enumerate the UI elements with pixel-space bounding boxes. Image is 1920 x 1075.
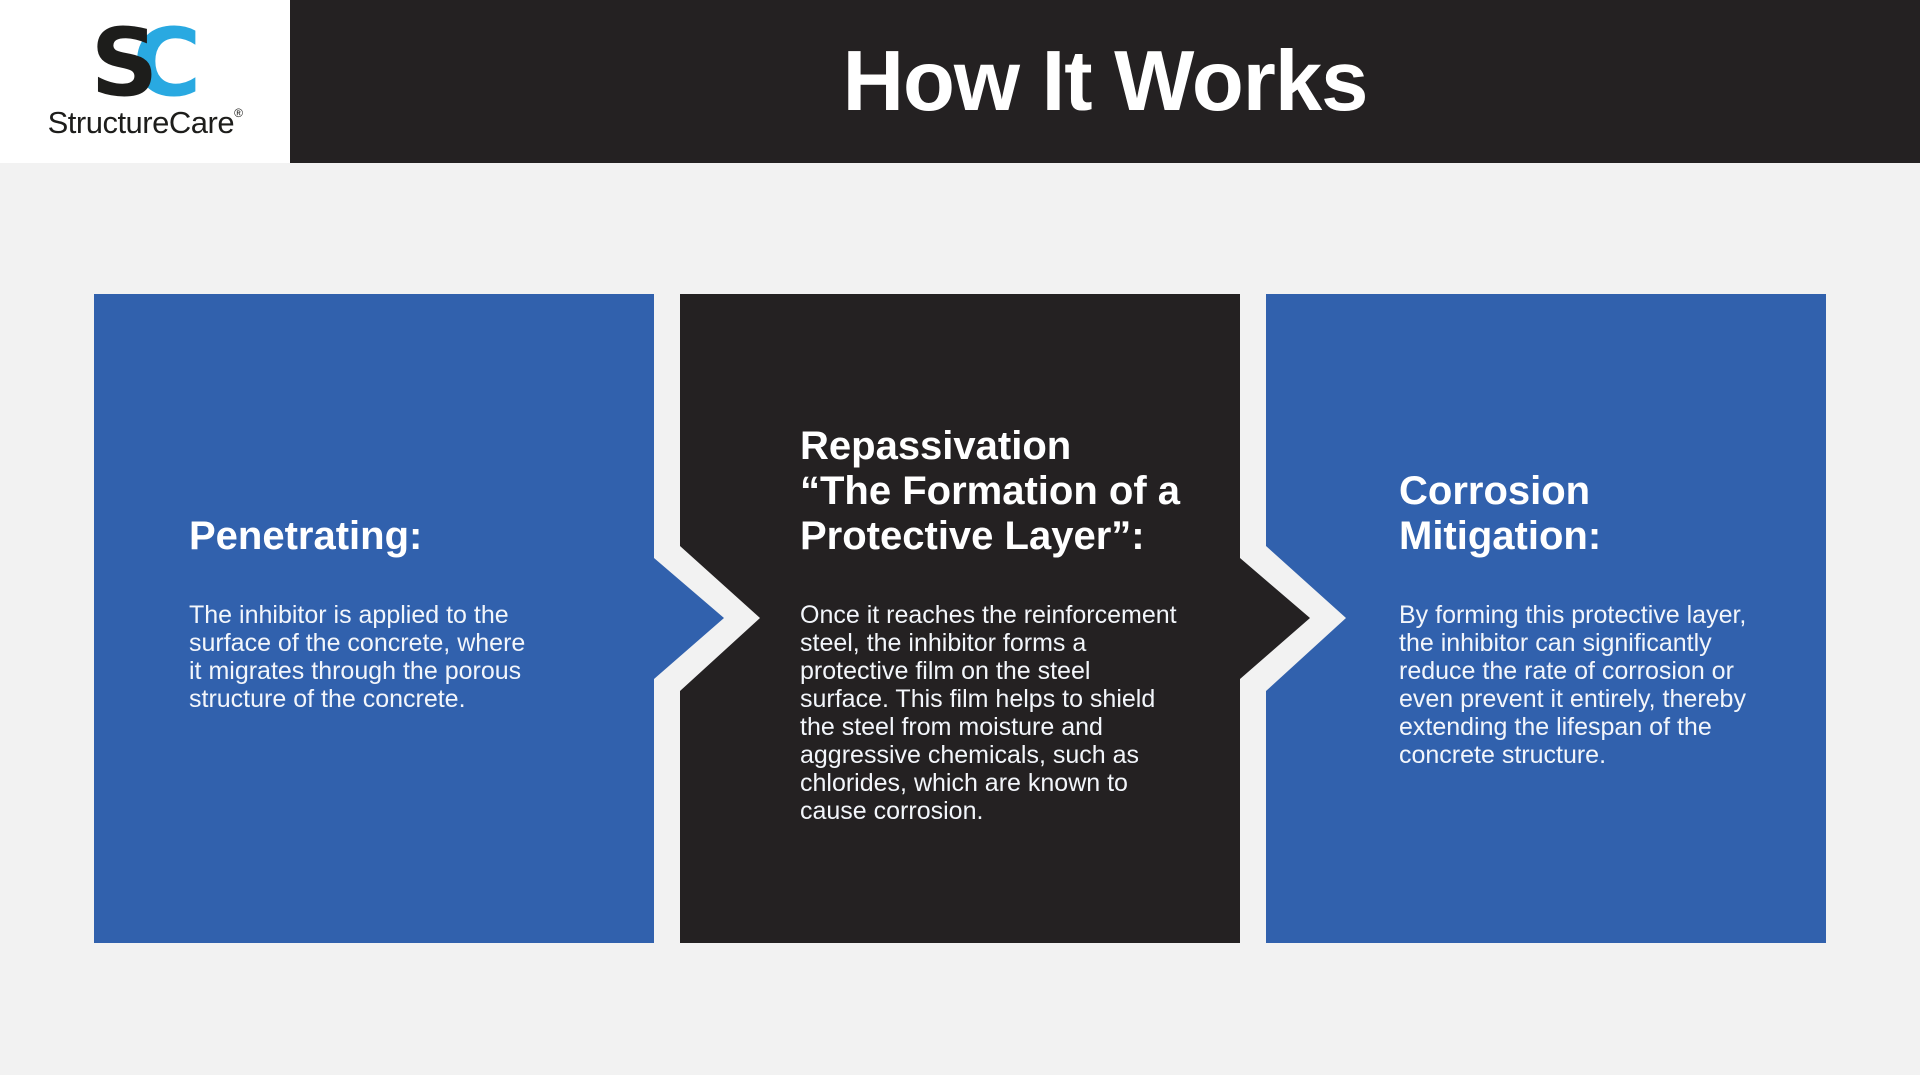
step-description: Once it reaches the reinforcement steel,… [800, 601, 1177, 825]
step-title-line: Repassivation [800, 424, 1072, 468]
header-bar: S C StructureCare® How It Works [0, 0, 1920, 163]
step-panel-repassivation: Repassivation “The Formation of a Protec… [680, 294, 1310, 943]
step-title-line: Protective Layer”: [800, 514, 1145, 558]
step-title: Repassivation “The Formation of a Protec… [800, 424, 1180, 559]
sc-logo-icon: S C [90, 9, 202, 119]
step-title: Penetrating: [189, 514, 422, 559]
step-title-line: Corrosion [1399, 469, 1591, 513]
step-title-line: Penetrating: [189, 514, 423, 558]
process-panels-row: Penetrating: The inhibitor is applied to… [94, 294, 1826, 943]
header-title-area: How It Works [290, 0, 1920, 163]
step-title-line: Mitigation: [1399, 514, 1602, 558]
step-description: By forming this protective layer, the in… [1399, 601, 1747, 769]
step-panel-corrosion-mitigation: Corrosion Mitigation: By forming this pr… [1266, 294, 1826, 943]
logo-wordmark-text: StructureCare [47, 104, 235, 140]
step-description: The inhibitor is applied to the surface … [189, 601, 526, 713]
structurecare-logo: S C StructureCare® [0, 0, 290, 163]
logo-letter-c: C [132, 9, 201, 119]
page-title: How It Works [842, 33, 1369, 129]
logo-wordmark: StructureCare® [48, 105, 243, 141]
registered-trademark-symbol: ® [234, 105, 243, 120]
step-title: Corrosion Mitigation: [1399, 469, 1601, 559]
logo-letter-s: S [90, 9, 159, 119]
step-title-line: “The Formation of a [800, 469, 1180, 513]
process-diagram: Penetrating: The inhibitor is applied to… [0, 294, 1920, 943]
step-panel-penetrating: Penetrating: The inhibitor is applied to… [94, 294, 724, 943]
